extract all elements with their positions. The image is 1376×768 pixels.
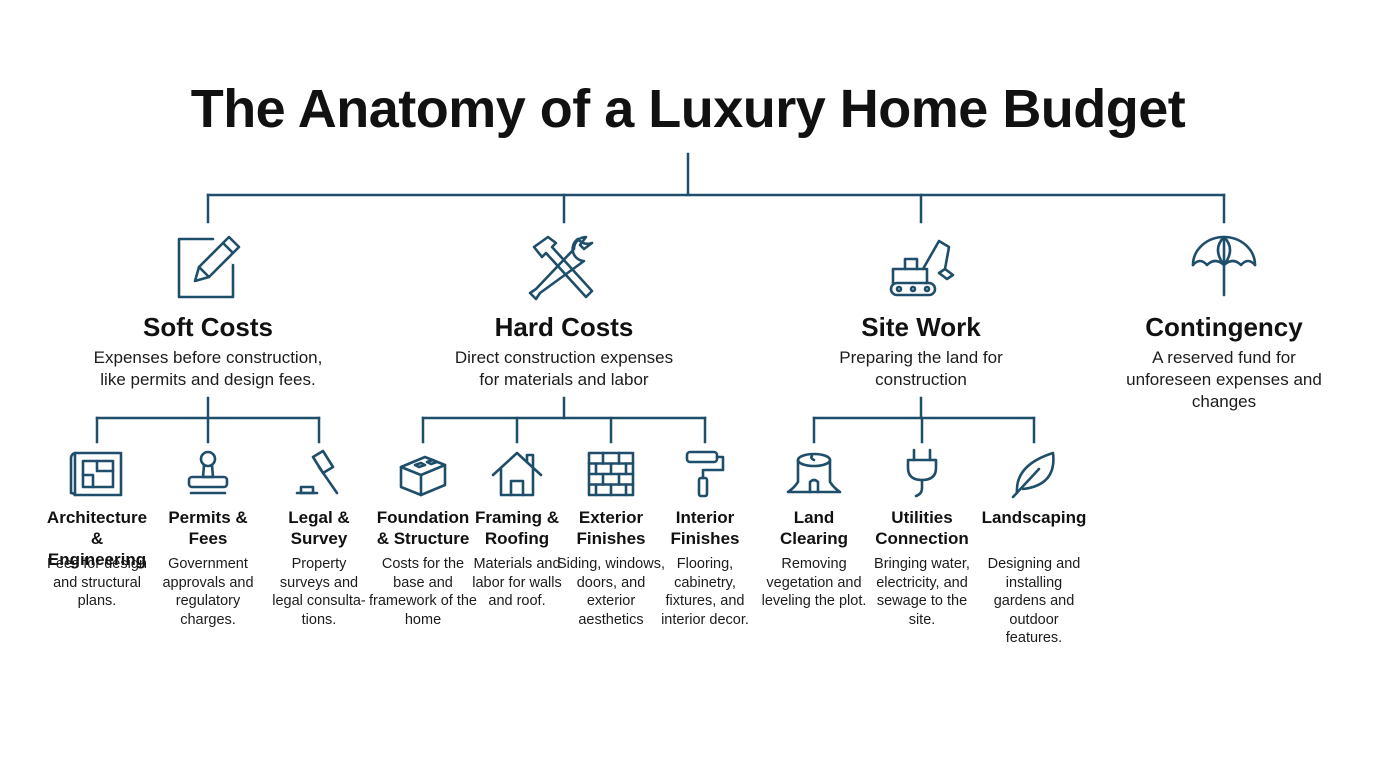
subcategory-description: Flooring, cabinetry, fixtures, and inter…	[661, 556, 749, 628]
subcategory-title: Exterior Finishes	[576, 508, 646, 548]
subcategory-description: Siding, windows, doors, and exterior aes…	[557, 556, 665, 628]
stamp-icon	[183, 449, 233, 499]
category-title-site: Site Work	[861, 312, 981, 342]
house-icon	[491, 449, 543, 499]
power-plug-icon	[902, 448, 942, 500]
subcategory-title: Land Clearing	[779, 508, 849, 548]
umbrella-icon	[1189, 233, 1259, 303]
category-title-soft: Soft Costs	[143, 312, 273, 342]
category-description-site: Preparing the land for construction	[839, 348, 1003, 389]
category-title-contingency: Contingency	[1145, 312, 1303, 342]
brick-wall-icon	[585, 449, 637, 499]
subcategory-description: Designing and installing gardens and out…	[987, 556, 1081, 646]
subcategory-title: Framing & Roofing	[474, 508, 560, 548]
blueprint-icon	[69, 449, 125, 499]
subcategory-description: Materials and labor for walls and roof.	[472, 556, 562, 609]
category-description-soft: Expenses before construction, like permi…	[93, 348, 323, 389]
subcategory-title: Foundation & Structure	[376, 508, 470, 548]
excavator-icon	[883, 233, 959, 303]
subcategory-title: Permits & Fees	[168, 508, 248, 548]
concrete-block-icon	[397, 449, 449, 499]
subcategory-description: Removing vegetation and leveling the plo…	[761, 556, 867, 609]
subcategory-description: Costs for the base and framework of the …	[369, 556, 477, 628]
tree-stump-icon	[786, 450, 842, 498]
category-description-contingency: A reserved fund for unforeseen expenses …	[1126, 348, 1322, 411]
tools-icon	[526, 233, 602, 303]
subcategory-description: Fees for design and structural plans.	[47, 556, 147, 609]
subcategory-description: Bringing water, electricity, and sewage …	[874, 556, 970, 628]
subcategory-title: Legal & Survey	[288, 508, 350, 548]
page-title: The Anatomy of a Luxury Home Budget	[190, 79, 1186, 139]
category-title-hard: Hard Costs	[494, 312, 634, 342]
leaf-icon	[1009, 449, 1059, 499]
paint-roller-icon	[683, 448, 727, 500]
subcategory-title: Utilities Connection	[875, 508, 969, 548]
category-description-hard: Direct construction expenses for materia…	[454, 348, 674, 389]
subcategory-description: Government approvals and regulatory char…	[162, 556, 254, 628]
gavel-icon	[293, 449, 345, 499]
subcategory-description: Property surveys and legal consulta-tion…	[272, 556, 366, 628]
pencil-icon	[173, 233, 243, 303]
subcategory-title: Interior Finishes	[670, 508, 740, 548]
subcategory-title: Landscaping	[981, 508, 1087, 527]
subcategory-title: Architecture & Engineering	[46, 508, 148, 569]
